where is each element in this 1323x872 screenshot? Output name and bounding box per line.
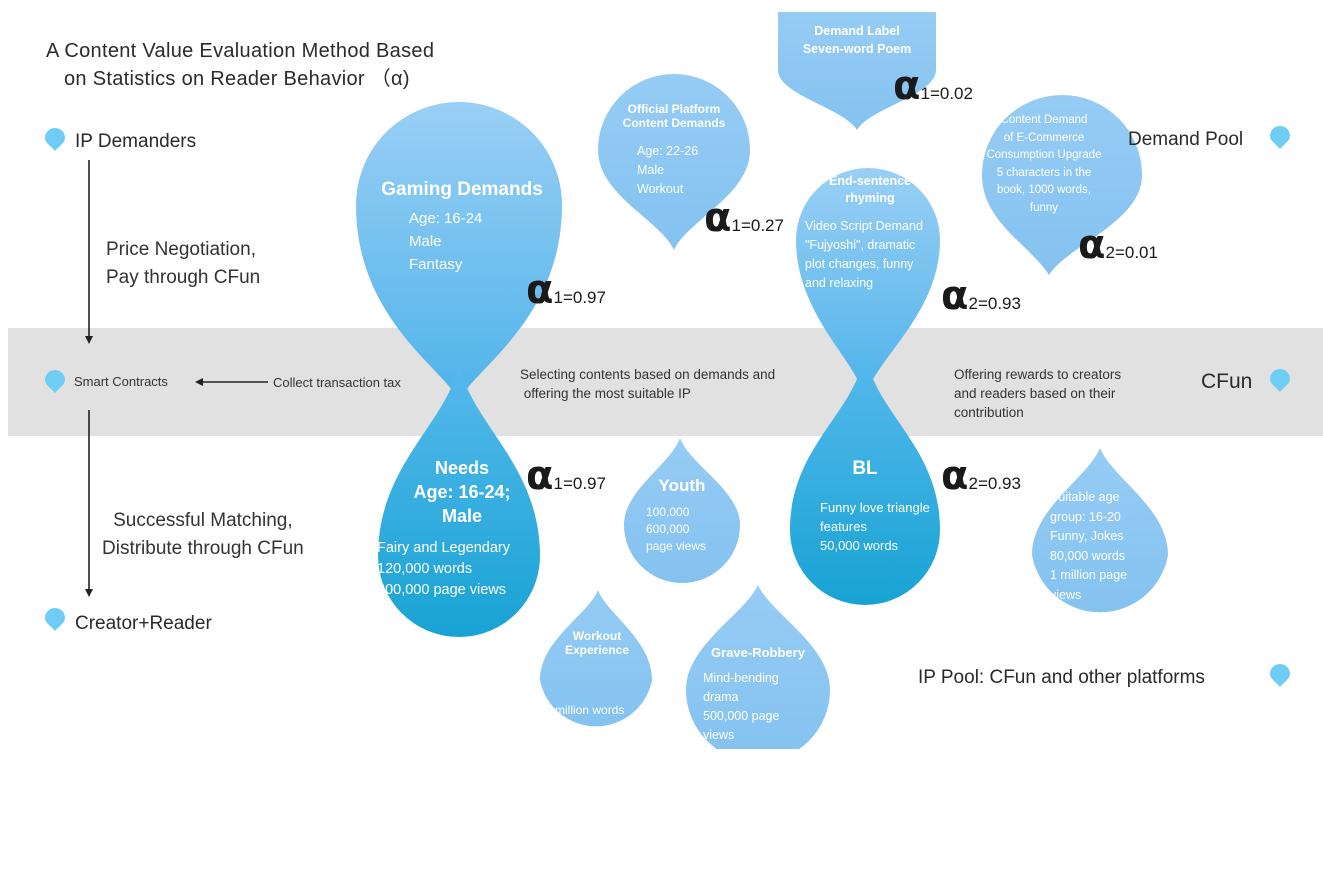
- creator-reader-label: Creator+Reader: [75, 613, 212, 634]
- location-drop-icon: [45, 128, 65, 151]
- gaming-demands-text: Gaming Demands Age: 16-24 Male Fantasy: [381, 179, 543, 273]
- suitable-age-text: Suitable age group: 16-20 Funny, Jokes 8…: [1050, 490, 1128, 602]
- grave-drop: [686, 585, 830, 749]
- band-middle-text: Selecting contents based on demands and …: [520, 367, 776, 401]
- demand-pool-label: Demand Pool: [1128, 129, 1244, 150]
- demand-label-drop: [778, 12, 936, 130]
- official-platform-text: Official Platform Content Demands Age: 2…: [622, 102, 726, 196]
- ip-demanders-label: IP Demanders: [75, 131, 197, 152]
- location-drop-icon: [1270, 664, 1290, 687]
- location-drop-icon: [1270, 369, 1290, 392]
- workout-text: Workout Experience 1 million words 1.5 m…: [545, 629, 630, 831]
- alpha-official: α1=0.27: [704, 195, 784, 241]
- location-drop-icon: [1270, 126, 1290, 149]
- location-drop-icon: [45, 370, 65, 393]
- successful-matching-label: Successful Matching, Distribute through …: [102, 510, 304, 559]
- bl-text: BL Funny love triangle features 50,000 w…: [820, 458, 930, 553]
- alpha-gaming: α1=0.97: [526, 267, 606, 313]
- ecommerce-text: Content Demand of E-Commerce Consumption…: [986, 114, 1102, 214]
- alpha-ecommerce: α2=0.01: [1078, 222, 1158, 268]
- youth-text: Youth 100,000 600,000 page views: [646, 476, 707, 553]
- alpha-video: α2=0.93: [941, 273, 1021, 319]
- grave-robbery-text: Grave-Robbery Mind-bending drama 500,000…: [703, 645, 805, 742]
- price-negotiation-label: Price Negotiation, Pay through CFun: [106, 239, 261, 288]
- location-drop-icon: [45, 608, 65, 631]
- alpha-needs: α1=0.97: [526, 453, 606, 499]
- collect-tax-label: Collect transaction tax: [273, 375, 401, 390]
- gaming-needs-hourglass: [356, 102, 562, 637]
- needs-text: Needs Age: 16-24; Male Fairy and Legenda…: [377, 458, 511, 598]
- workout-drop: [540, 590, 652, 727]
- ecommerce-drop: [982, 95, 1142, 275]
- official-platform-drop: [598, 74, 750, 250]
- video-script-text: End-sentence rhyming Video Script Demand…: [805, 174, 923, 290]
- page-title: A Content Value Evaluation Method Based …: [46, 40, 435, 90]
- smart-contracts-label: Smart Contracts: [74, 374, 168, 389]
- alpha-poem: α1=0.02: [893, 63, 973, 109]
- video-bl-hourglass: [790, 168, 940, 605]
- flow-arrows: [85, 160, 268, 597]
- band-right-text: Offering rewards to creators and readers…: [954, 367, 1122, 420]
- demand-label-text: Demand Label Seven-word Poem: [802, 24, 912, 56]
- ip-pool-label: IP Pool: CFun and other platforms: [918, 667, 1205, 688]
- cfun-label: CFun: [1201, 370, 1253, 393]
- youth-drop: [624, 438, 740, 583]
- suitable-drop: [1032, 448, 1168, 613]
- alpha-bl: α2=0.93: [941, 453, 1021, 499]
- drops-diagram: [85, 12, 1168, 749]
